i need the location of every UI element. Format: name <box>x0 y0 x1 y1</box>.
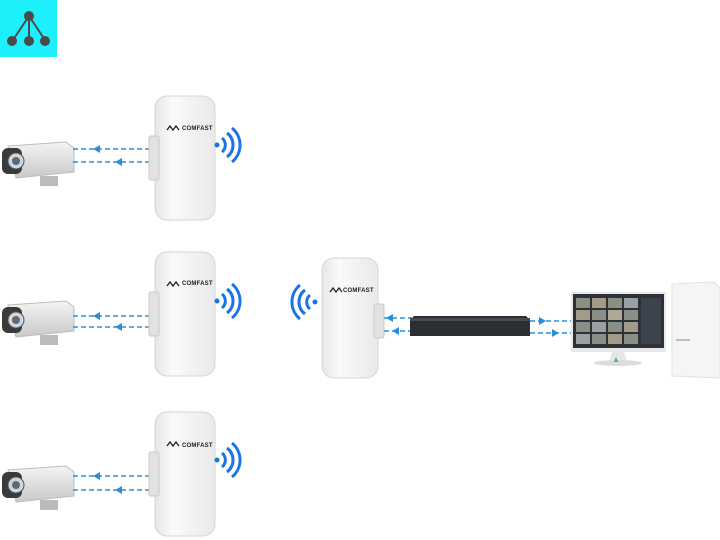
monitor <box>571 292 666 366</box>
arrow-icon <box>386 314 399 335</box>
arrow-icon <box>93 145 122 166</box>
link-camera-2 <box>72 315 150 328</box>
brand-logo: COMFAST <box>182 443 213 449</box>
wifi-icon <box>213 441 242 479</box>
cpe-1: COMFAST <box>148 95 216 221</box>
pc-tower <box>671 281 720 379</box>
arrow-icon <box>93 312 122 331</box>
wifi-icon <box>213 126 242 164</box>
link-camera-1 <box>72 148 150 163</box>
brand-logo: COMFAST <box>182 281 213 287</box>
brand-logo: COMFAST <box>182 126 213 132</box>
cpe-central: COMFAST <box>321 257 385 379</box>
camera-3 <box>1 465 75 511</box>
nvr <box>410 316 530 336</box>
brand-logo: COMFAST <box>343 288 374 294</box>
arrow-icon <box>93 472 122 494</box>
camera-2 <box>1 300 75 346</box>
link-nvr-monitor <box>530 320 572 334</box>
wifi-icon <box>290 283 319 321</box>
arrow-icon <box>539 317 559 337</box>
network-topology-icon <box>0 0 57 57</box>
link-camera-3 <box>72 475 150 491</box>
cpe-3: COMFAST <box>148 411 216 537</box>
camera-1 <box>1 141 75 187</box>
cpe-2: COMFAST <box>148 251 216 377</box>
wifi-icon <box>213 282 242 320</box>
